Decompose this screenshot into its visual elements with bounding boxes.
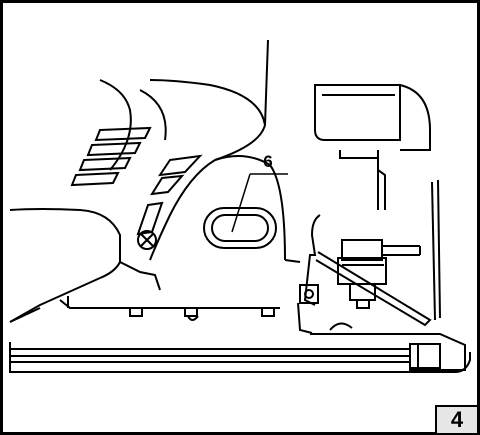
tool-housing (9, 39, 301, 323)
vent-slats (70, 126, 203, 196)
base-plate (9, 333, 471, 373)
callout-number: 6 (263, 152, 272, 171)
screw (136, 201, 164, 250)
blade-guide (297, 179, 441, 334)
motor-housing (314, 84, 431, 210)
oval-button (203, 207, 277, 249)
figure-number-box: 4 (435, 405, 479, 435)
figure-number: 4 (450, 407, 464, 432)
callout-leader (231, 173, 288, 233)
